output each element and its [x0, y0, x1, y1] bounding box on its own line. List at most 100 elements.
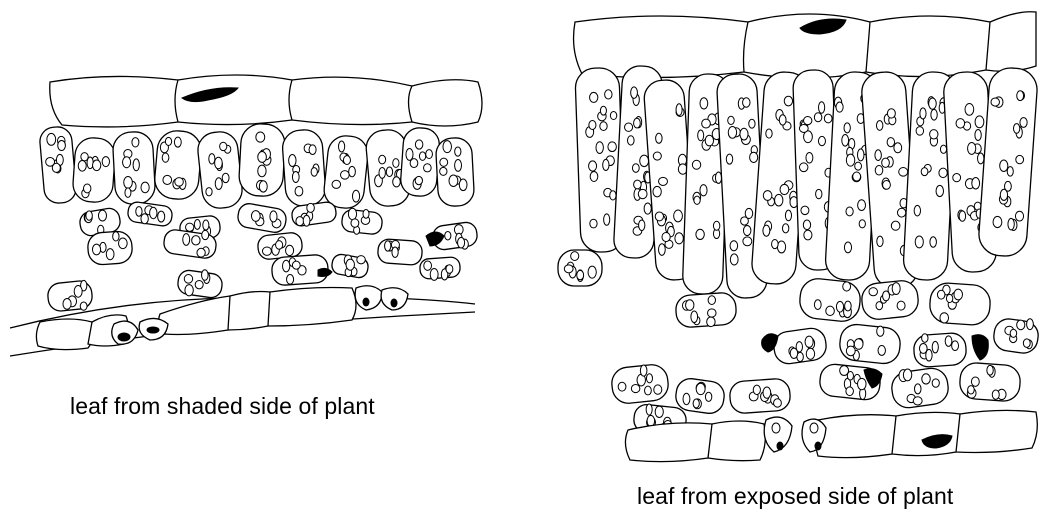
chloroplast	[625, 123, 633, 131]
chloroplast	[743, 237, 752, 246]
chloroplast	[185, 285, 193, 296]
chloroplast	[799, 124, 808, 132]
chloroplast	[875, 150, 881, 161]
chloroplast	[339, 141, 345, 152]
chloroplast	[640, 155, 649, 167]
chloroplast	[292, 261, 300, 269]
chloroplast	[975, 129, 981, 140]
chloroplast	[992, 390, 999, 399]
chloroplast	[659, 177, 668, 185]
chloroplast	[956, 119, 965, 128]
chloroplast	[600, 106, 606, 115]
chloroplast	[590, 172, 598, 182]
chloroplast	[363, 210, 369, 219]
chloroplast	[859, 220, 865, 228]
chloroplast	[424, 164, 432, 172]
chloroplast	[610, 111, 616, 119]
chloroplast	[920, 108, 926, 119]
chloroplast	[590, 92, 598, 102]
chloroplast	[743, 225, 750, 235]
spongy-cell	[798, 277, 862, 323]
chloroplast	[692, 160, 700, 169]
chloroplast	[939, 168, 947, 177]
chloroplast	[346, 259, 354, 270]
chloroplast	[930, 130, 938, 139]
chloroplast	[638, 189, 647, 198]
chloroplast	[876, 302, 883, 310]
chloroplast	[846, 346, 855, 356]
chloroplast	[959, 211, 965, 221]
chloroplast	[1017, 91, 1024, 101]
chloroplast	[805, 336, 813, 347]
chloroplast	[125, 188, 131, 197]
chloroplast	[777, 241, 785, 253]
chloroplast	[940, 313, 949, 323]
chloroplast	[857, 149, 863, 161]
chloroplast	[618, 382, 626, 391]
shaded-leaf-cross-section	[0, 60, 500, 370]
chloroplast	[136, 207, 142, 217]
chloroplast	[603, 159, 609, 170]
chloroplast	[295, 186, 303, 196]
chloroplast	[869, 288, 877, 296]
shaded-mesophyll	[39, 123, 479, 312]
chloroplast	[309, 145, 316, 155]
chloroplast	[854, 339, 863, 350]
chloroplast	[589, 120, 596, 129]
chloroplast	[858, 378, 867, 389]
chloroplast	[814, 300, 821, 310]
chloroplast	[726, 154, 732, 164]
chloroplast	[894, 143, 902, 153]
chloroplast	[782, 224, 788, 233]
chloroplast	[262, 247, 271, 255]
chloroplast	[194, 220, 200, 230]
chloroplast	[780, 184, 789, 194]
chloroplast	[940, 145, 946, 153]
chloroplast	[564, 265, 573, 273]
chloroplast	[83, 184, 90, 193]
chloroplast	[932, 341, 938, 353]
chloroplast	[202, 230, 209, 239]
chloroplast	[875, 166, 883, 175]
chloroplast	[775, 194, 783, 206]
chloroplast	[186, 223, 194, 231]
chloroplast	[903, 369, 911, 381]
chloroplast	[730, 254, 738, 265]
chloroplast	[1008, 218, 1014, 229]
chloroplast	[351, 219, 359, 227]
chloroplast	[796, 342, 802, 352]
chloroplast	[914, 384, 921, 394]
chloroplast	[639, 220, 645, 231]
chloroplast	[785, 210, 791, 221]
chloroplast	[806, 152, 813, 163]
chloroplast	[124, 176, 133, 188]
chloroplast	[430, 269, 438, 281]
chloroplast	[571, 252, 579, 261]
chloroplast	[645, 386, 652, 395]
chloroplast	[590, 219, 597, 228]
chloroplast	[993, 216, 1002, 227]
chloroplast	[887, 138, 894, 147]
chloroplast	[446, 265, 453, 274]
chloroplast	[728, 116, 735, 124]
chloroplast	[206, 188, 212, 196]
chloroplast	[158, 211, 165, 222]
chloroplast	[858, 200, 866, 211]
chloroplast	[696, 383, 705, 394]
chloroplast	[740, 128, 748, 140]
chloroplast	[215, 157, 223, 169]
chloroplast	[676, 104, 682, 116]
spongy-cell	[929, 282, 992, 326]
chloroplast	[175, 178, 184, 187]
chloroplast	[98, 210, 106, 221]
chloroplast	[222, 173, 229, 182]
chloroplast	[1000, 189, 1007, 200]
exposed-leaf-drawing	[555, 0, 1044, 480]
chloroplast	[385, 241, 391, 251]
chloroplast	[357, 256, 365, 264]
chloroplast	[694, 196, 700, 204]
chloroplast	[440, 167, 447, 175]
chloroplast	[836, 301, 843, 312]
chloroplast	[106, 249, 114, 260]
chloroplast	[215, 178, 222, 190]
